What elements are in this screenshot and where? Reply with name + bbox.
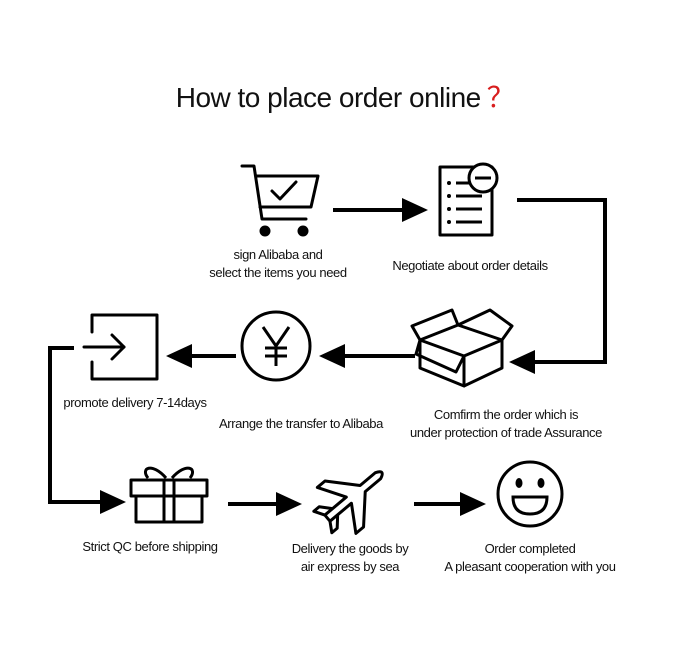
question-mark: ？: [486, 82, 515, 113]
connector-document-to-box: [509, 198, 607, 374]
step-label-line: under protection of trade Assurance: [410, 425, 602, 440]
step-label-line: Strict QC before shipping: [82, 539, 218, 554]
smiley-face-icon: [496, 460, 564, 528]
step-label-promote-delivery: promote delivery 7-14days: [50, 394, 220, 412]
step-label-arrange-transfer: Arrange the transfer to Alibaba: [196, 415, 406, 433]
delivery-exit-icon: [82, 313, 159, 381]
step-label-strict-qc: Strict QC before shipping: [70, 538, 230, 556]
connector-exit-to-gift: [48, 346, 126, 514]
step-label-line: select the items you need: [209, 265, 347, 280]
step-label-line: Comfirm the order which is: [433, 407, 579, 422]
step-label-line: promote delivery 7-14days: [63, 395, 207, 410]
yen-coin-icon: [240, 310, 312, 382]
step-label-line: Negotiate about order details: [392, 258, 548, 273]
step-label-negotiate: Negotiate about order details: [370, 257, 570, 275]
step-label-delivery-goods: Delivery the goods by air express by sea: [270, 540, 430, 576]
arrow-box-to-yen: [319, 344, 415, 368]
step-label-line: sign Alibaba and: [233, 247, 323, 262]
step-label-line: Delivery the goods by: [291, 541, 409, 556]
step-label-confirm-order: Comfirm the order which is under protect…: [396, 406, 616, 442]
shopping-cart-icon: [240, 164, 320, 237]
open-box-icon: [410, 308, 514, 388]
gift-box-icon: [129, 466, 209, 524]
step-label-order-completed: Order completed A pleasant cooperation w…: [430, 540, 630, 576]
step-label-line: air express by sea: [300, 559, 400, 574]
order-document-icon: [438, 162, 499, 237]
arrow-cart-to-document: [333, 198, 428, 222]
page-title: How to place order online？: [0, 76, 690, 116]
step-label-line: A pleasant cooperation with you: [444, 559, 616, 574]
arrow-gift-to-plane: [228, 492, 302, 516]
step-label-sign-alibaba: sign Alibaba and select the items you ne…: [188, 246, 368, 282]
step-label-line: Arrange the transfer to Alibaba: [219, 416, 383, 431]
airplane-icon: [312, 470, 384, 535]
arrow-yen-to-exit: [166, 344, 236, 368]
title-text: How to place order online: [175, 82, 482, 113]
step-label-line: Order completed: [484, 541, 576, 556]
arrow-plane-to-smiley: [414, 492, 486, 516]
